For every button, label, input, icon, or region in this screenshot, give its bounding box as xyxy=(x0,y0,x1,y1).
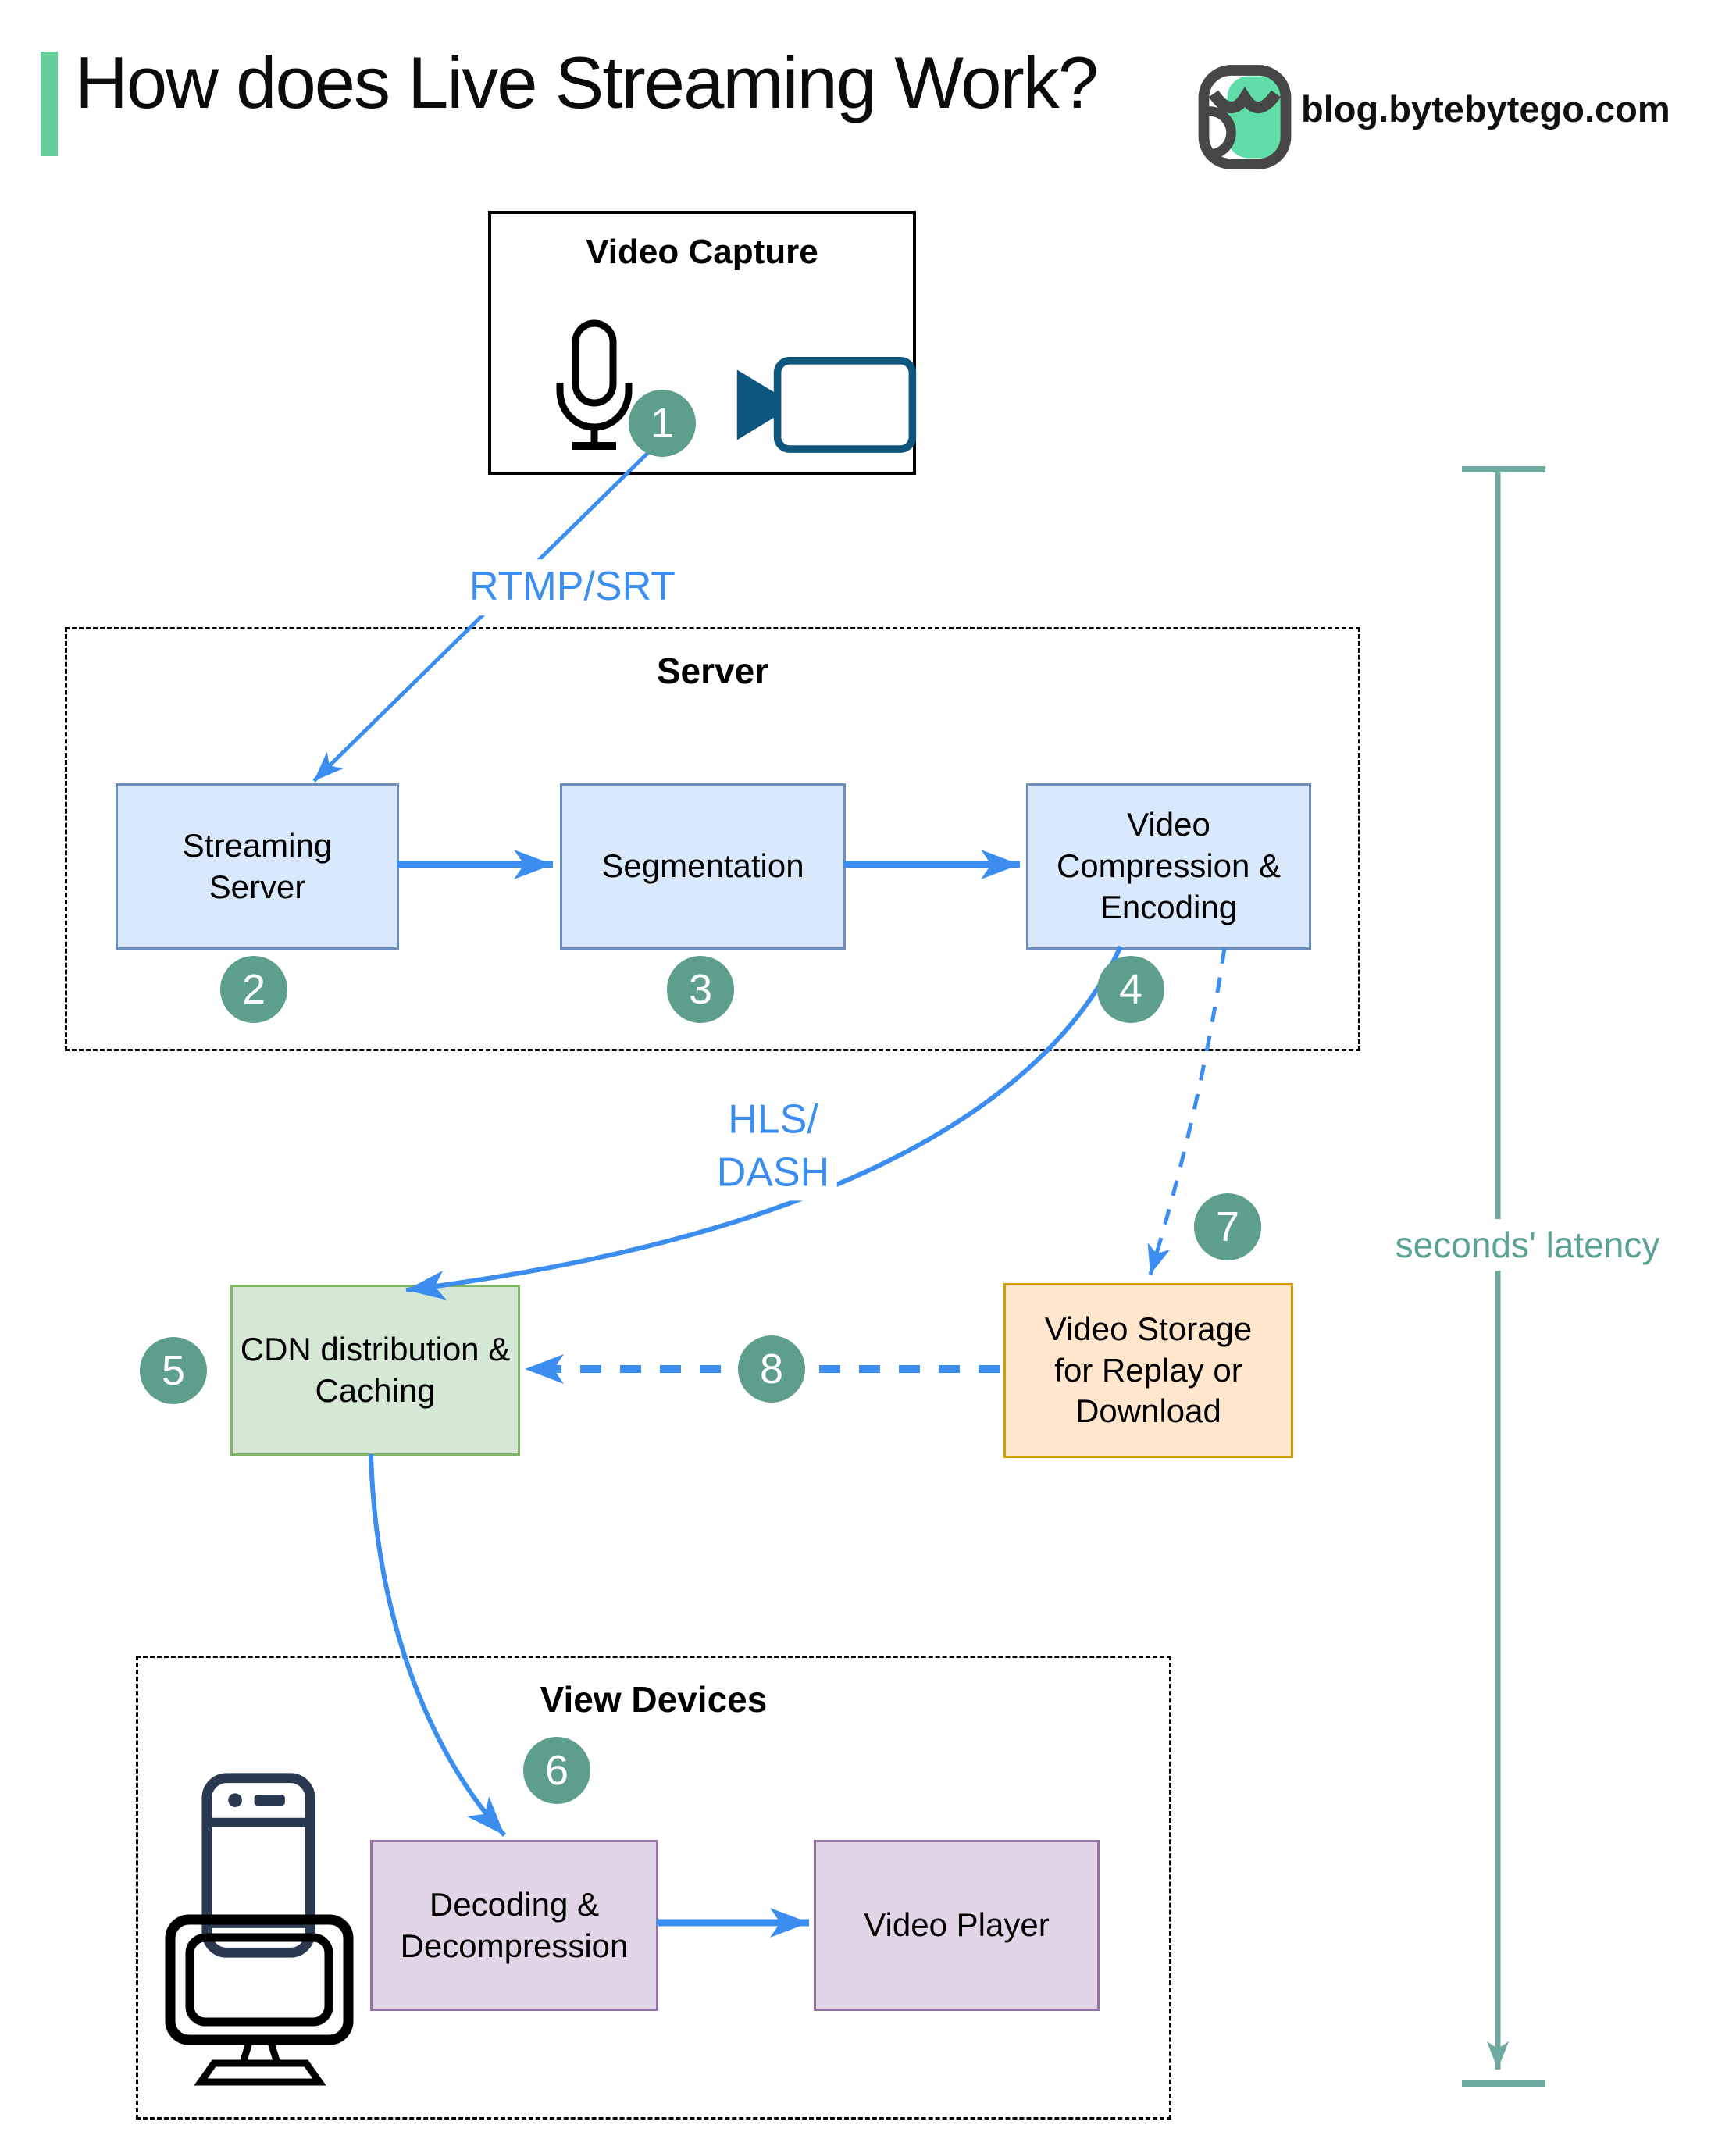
step-badge-6: 6 xyxy=(523,1737,590,1804)
group-view-devices-label: View Devices xyxy=(540,1679,768,1720)
brand-url: blog.bytebytego.com xyxy=(1301,88,1670,130)
desktop-monitor-icon xyxy=(162,1912,359,2094)
node-decoding-label: Decoding & Decompression xyxy=(400,1885,629,1964)
latency-label: seconds' latency xyxy=(1385,1219,1670,1271)
node-cdn: CDN distribution & Caching xyxy=(230,1285,520,1456)
group-server-label: Server xyxy=(656,651,769,691)
step-number: 6 xyxy=(544,1747,569,1794)
node-streaming-server-label: Streaming Server xyxy=(182,826,333,905)
node-video-compression: Video Compression & Encoding xyxy=(1026,783,1311,950)
video-camera-icon xyxy=(733,345,920,466)
step-badge-4: 4 xyxy=(1097,956,1164,1023)
step-number: 4 xyxy=(1118,966,1143,1013)
step-number: 1 xyxy=(650,400,675,447)
node-segmentation-label: Segmentation xyxy=(601,847,804,885)
node-video-player-label: Video Player xyxy=(864,1906,1050,1944)
group-video-capture-label: Video Capture xyxy=(586,233,818,271)
step-badge-5: 5 xyxy=(140,1337,207,1404)
node-streaming-server: Streaming Server xyxy=(116,783,399,950)
step-badge-7: 7 xyxy=(1194,1193,1261,1260)
node-decoding: Decoding & Decompression xyxy=(370,1840,658,2011)
edge-label-dash: DASH xyxy=(716,1150,830,1195)
page-title: How does Live Streaming Work? xyxy=(75,41,1099,123)
step-number: 3 xyxy=(688,966,713,1013)
node-video-storage-label: Video Storage for Replay or Download xyxy=(1044,1310,1253,1430)
title-accent-bar xyxy=(41,52,58,156)
edge-label-rtmp: RTMP/SRT xyxy=(462,559,683,615)
step-badge-1: 1 xyxy=(629,390,696,457)
node-video-storage: Video Storage for Replay or Download xyxy=(1003,1283,1293,1458)
step-badge-2: 2 xyxy=(220,956,287,1023)
node-segmentation: Segmentation xyxy=(560,783,846,950)
microphone-icon xyxy=(547,319,642,463)
edge-label-hls: HLS/ xyxy=(728,1096,818,1143)
step-number: 5 xyxy=(161,1347,186,1394)
step-number: 8 xyxy=(759,1346,784,1392)
step-badge-3: 3 xyxy=(667,956,734,1023)
node-video-compression-label: Video Compression & Encoding xyxy=(1056,806,1282,925)
bytebytego-logo-icon xyxy=(1193,62,1296,176)
node-video-player: Video Player xyxy=(814,1840,1100,2011)
step-number: 2 xyxy=(241,966,266,1013)
node-cdn-label: CDN distribution & Caching xyxy=(240,1330,511,1409)
step-number: 7 xyxy=(1215,1203,1240,1250)
group-view-devices: View Devices xyxy=(136,1656,1171,2120)
step-badge-8: 8 xyxy=(738,1335,805,1403)
